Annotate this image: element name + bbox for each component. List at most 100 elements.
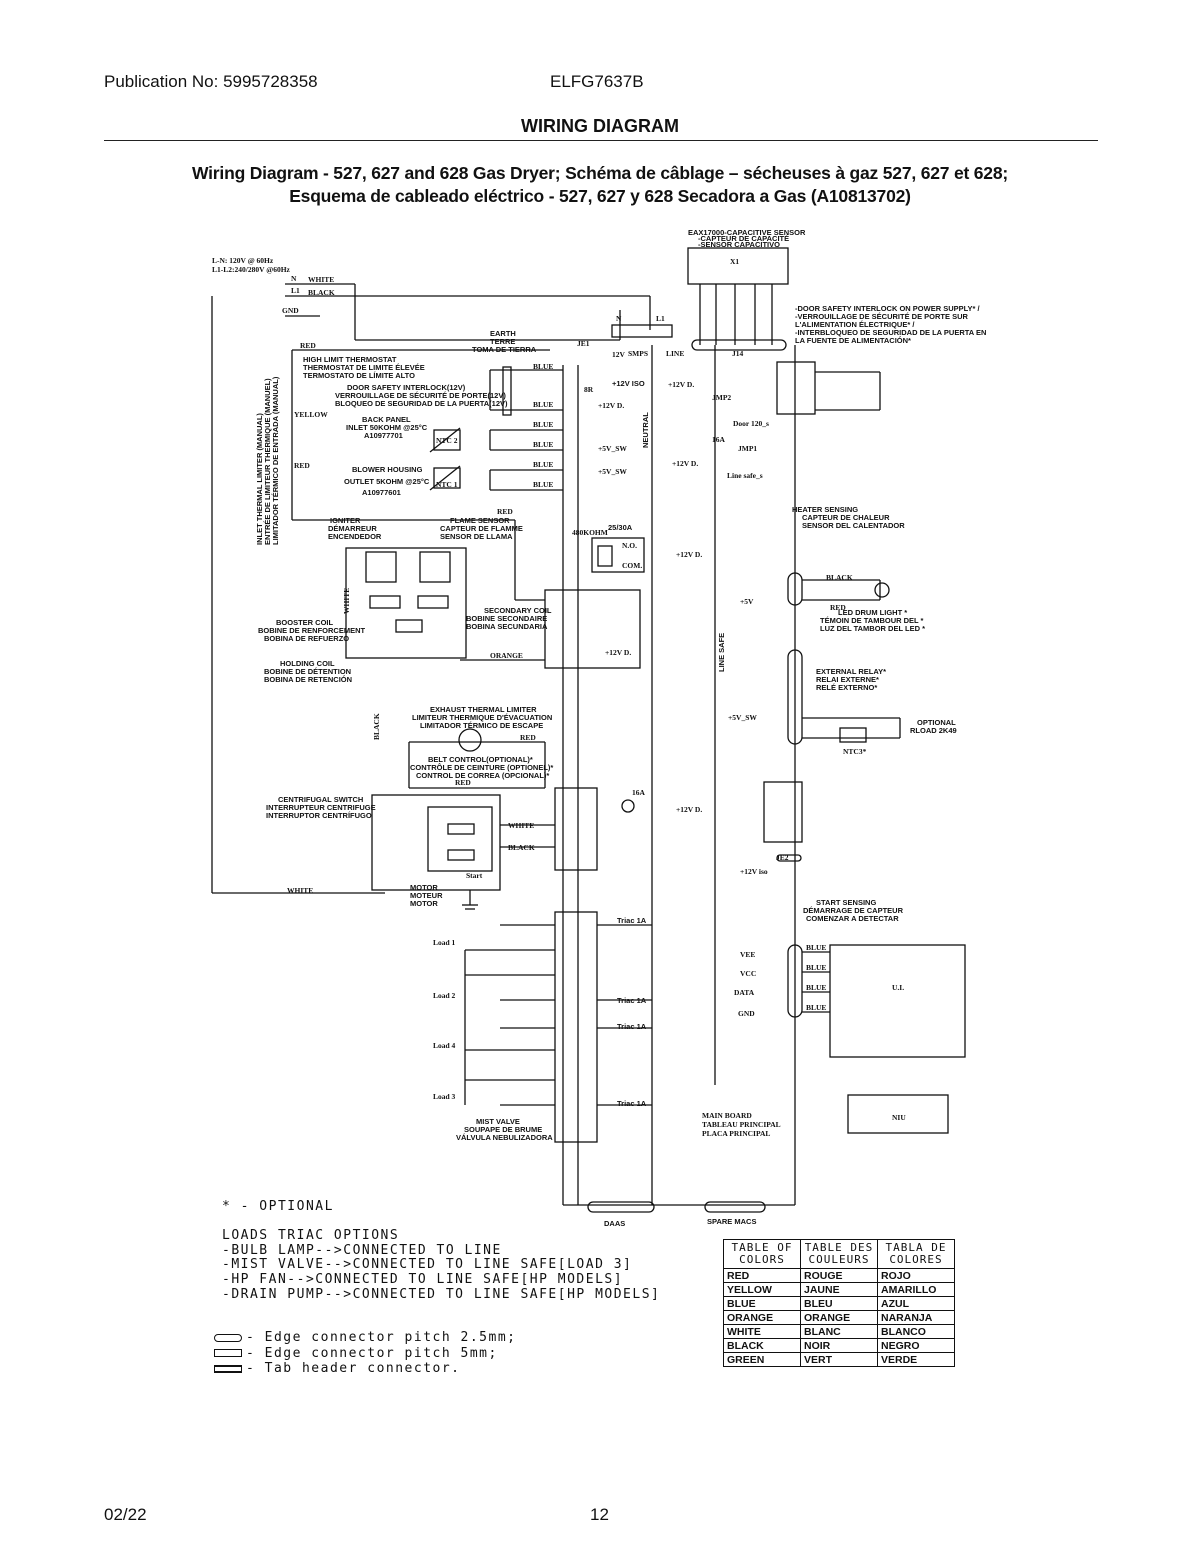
wire-white-3-label: WHITE	[508, 821, 534, 830]
wire-blue-6-label: BLUE	[533, 480, 553, 489]
footer-date: 02/22	[104, 1505, 147, 1524]
section-title: WIRING DIAGRAM	[521, 116, 679, 136]
flame-sensor-label-2: CAPTEUR DE FLAMME	[440, 524, 523, 533]
blower-label-2: OUTLET 5KOHM @25°C	[344, 477, 430, 486]
table-cell: NOIR	[800, 1338, 878, 1353]
wire-black-vertical-label: BLACK	[372, 713, 381, 740]
capacitive-label-2: -CAPTEUR DE CAPACITÉ	[698, 234, 789, 243]
v12d-label-4: +12V D.	[676, 550, 702, 559]
notes-line-3: -MIST VALVE-->CONNECTED TO LINE SAFE[LOA…	[222, 1257, 633, 1273]
exhaust-label-2: LIMITEUR THERMIQUE D'ÉVACUATION	[412, 713, 552, 722]
neutral-l1-label: L1	[656, 314, 665, 323]
v5-label: +5V	[740, 597, 754, 606]
optional-rload-label-2: RLOAD 2K49	[910, 726, 957, 735]
wire-orange-label: ORANGE	[490, 651, 523, 660]
booster-coil-label-3: BOBINA DE REFUERZO	[264, 634, 349, 643]
v12d-label-2: +12V D.	[598, 401, 624, 410]
heater-sensing-label-1: HEATER SENSING	[792, 505, 858, 514]
publication-number: Publication No: 5995728358	[104, 72, 318, 91]
edge-connector-5-symbol	[214, 1349, 242, 1358]
power-gnd-label: GND	[282, 306, 299, 315]
high-limit-label-1: HIGH LIMIT THERMOSTAT	[303, 355, 397, 364]
wire-blue-2-label: BLUE	[533, 400, 553, 409]
x1-label: X1	[730, 257, 739, 266]
tab-header-symbol	[214, 1364, 242, 1373]
diagram-title-line-2: Esquema de cableado eléctrico - 527, 627…	[289, 186, 911, 206]
high-limit-label-3: TERMOSTATO DE LÍMITE ALTO	[303, 371, 415, 380]
back-panel-label-3: A10977701	[364, 431, 403, 440]
table-cell: WHITE	[723, 1324, 801, 1339]
door-supply-label-2: -VERROUILLAGE DE SÉCURITÉ DE PORTE SUR	[795, 312, 969, 321]
v12d-label-5: +12V D.	[605, 648, 631, 657]
legend-text: - Edge connector pitch 5mm;	[246, 1345, 498, 1361]
wire-red-6-label: RED	[455, 778, 471, 787]
color-table-header-row: TABLE OF COLORS TABLE DES COULEURS TABLA…	[723, 1239, 955, 1269]
legend-row: - Edge connector pitch 5mm;	[214, 1346, 516, 1362]
centrifugal-label-1: CENTRIFUGAL SWITCH	[278, 795, 363, 804]
v5sw-label-1: +5V_SW	[598, 444, 627, 453]
wire-yellow-label: YELLOW	[294, 410, 328, 419]
wire-white-vertical-label: WHITE	[342, 588, 351, 614]
wire-blue-4-label: BLUE	[533, 440, 553, 449]
table-cell: NEGRO	[877, 1338, 955, 1353]
wire-blue-5-label: BLUE	[533, 460, 553, 469]
gnd-label: GND	[738, 1009, 755, 1018]
smps-label: SMPS	[628, 349, 648, 358]
model-number: ELFG7637B	[550, 72, 644, 91]
wire-blue-10-label: BLUE	[806, 1003, 826, 1012]
earth-label-2: TERRE	[490, 337, 515, 346]
igniter-label-3: ENCENDEDOR	[328, 532, 382, 541]
main-board-label-1: MAIN BOARD	[702, 1111, 752, 1120]
power-l1l2-label: L1-L2:240/280V @60Hz	[212, 265, 291, 274]
belt-control-label-1: BELT CONTROL(OPTIONAL)*	[428, 755, 533, 764]
wire-red-label: RED	[300, 341, 316, 350]
table-cell: GREEN	[723, 1352, 801, 1367]
neutral-label: NEUTRAL	[641, 412, 650, 448]
edge-connector-25-symbol	[214, 1333, 242, 1342]
line-safe-label: LINE SAFE	[717, 633, 726, 672]
wire-black-2-label: BLACK	[826, 573, 853, 582]
drum-light-label-1: LED DRUM LIGHT *	[838, 608, 907, 617]
secondary-coil-label-2: BOBINE SECONDAIRE	[466, 614, 547, 623]
load3-label: Load 3	[433, 1092, 456, 1101]
daas-label: DAAS	[604, 1219, 625, 1228]
high-limit-label-2: THERMOSTAT DE LIMITE ÉLEVÉE	[303, 363, 425, 372]
neutral-n-label: N	[616, 314, 622, 323]
power-l1-label: L1	[291, 286, 300, 295]
wire-red-4-label: RED	[830, 603, 846, 612]
exhaust-label-3: LIMITADOR TÉRMICO DE ESCAPE	[420, 721, 543, 730]
load1-label: Load 1	[433, 938, 456, 947]
triac-1-label: Triac 1A	[617, 916, 647, 925]
ntc2-label: NTC 2	[436, 436, 458, 445]
table-cell: ROJO	[877, 1268, 955, 1283]
door-interlock-label-1: DOOR SAFETY INTERLOCK(12V)	[347, 383, 466, 392]
notes-line-1: LOADS TRIAC OPTIONS	[222, 1227, 400, 1243]
wire-red-3-label: RED	[497, 507, 513, 516]
wire-blue-7-label: BLUE	[806, 943, 826, 952]
belt-control-label-3: CONTROL DE CORREA (OPCIONAL)*	[416, 771, 549, 780]
line-label: LINE	[666, 349, 684, 358]
door-supply-label-3: L'ALIMENTATION ÉLECTRIQUE* /	[795, 320, 915, 329]
v12d-label-1: +12V D.	[668, 380, 694, 389]
v12-iso-label: +12V ISO	[612, 379, 645, 388]
igniter-label-2: DÉMARREUR	[328, 524, 377, 533]
secondary-coil-label-3: BOBINA SECUNDARIA	[466, 622, 548, 631]
resistor-480k-label: 480KOHM	[572, 528, 608, 537]
inlet-limiter-label-3: LIMITADOR TÉRMICO DE ENTRADA (MANUAL)	[271, 376, 280, 545]
header-rule	[104, 140, 1098, 141]
relay-com-label: COM.	[622, 561, 642, 570]
color-table-header: TABLE DES COULEURS	[800, 1239, 878, 1269]
relay-16a-2-label: 16A	[632, 788, 646, 797]
relay-16a-label: 16A	[712, 435, 726, 444]
motor-label-1: MOTOR	[410, 883, 438, 892]
main-board-label-2: TABLEAU PRINCIPAL	[702, 1120, 781, 1129]
wire-white-label: WHITE	[308, 275, 334, 284]
niu-label: NIU	[892, 1113, 906, 1122]
blower-label-1: BLOWER HOUSING	[352, 465, 423, 474]
